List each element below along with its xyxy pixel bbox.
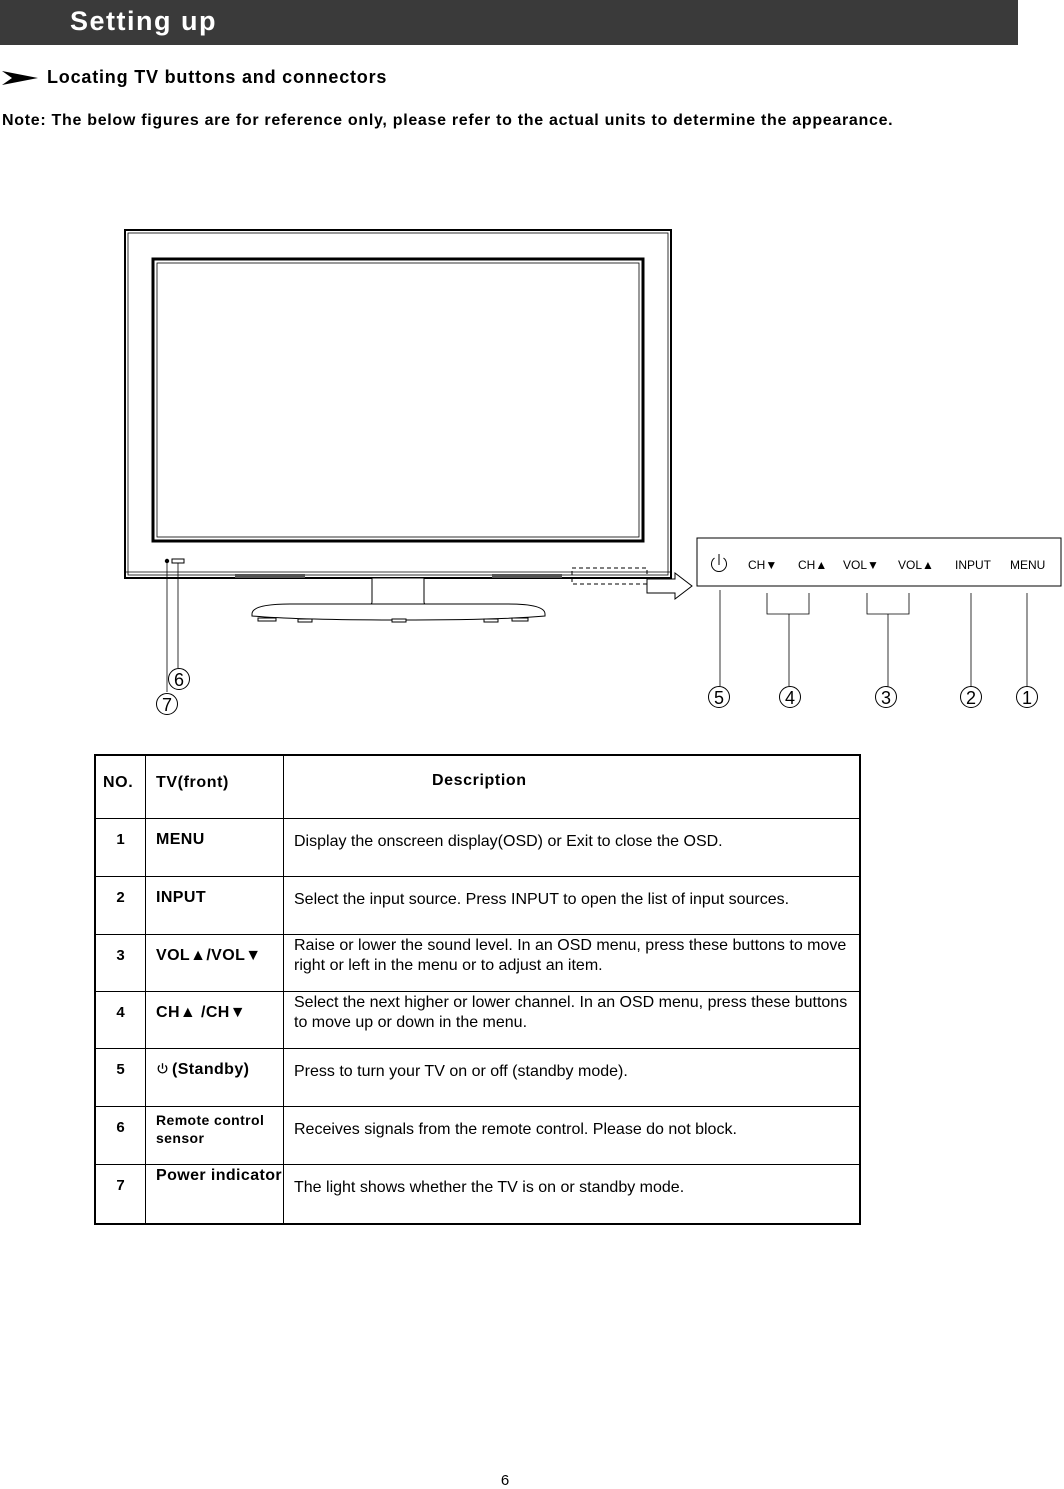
callout-5: 5: [714, 688, 724, 708]
row-no: 6: [94, 1106, 146, 1165]
row-control: Remote control sensor: [145, 1106, 284, 1165]
header-no: NO.: [94, 754, 146, 819]
row-control: CH▲ /CH▼: [145, 991, 284, 1049]
row-control: VOL▲/VOL▼: [145, 934, 284, 992]
button-area-highlight: [571, 567, 648, 585]
row-description: Raise or lower the sound level. In an OS…: [283, 934, 861, 992]
section-arrow-icon: [2, 71, 38, 85]
table-row: 6 Remote control sensor Receives signals…: [94, 1106, 861, 1165]
callout-circle-6: [168, 668, 190, 690]
speaker-grille-right: [492, 574, 562, 578]
page-number: 6: [500, 1472, 510, 1489]
callout-1: 1: [1022, 688, 1032, 708]
callout-circle-7: [156, 693, 178, 715]
speaker-grille-left: [235, 574, 305, 578]
callout-6: 6: [174, 670, 184, 690]
tv-body: [124, 229, 672, 579]
table-row: 5 (Standby) Press to turn your TV on or …: [94, 1048, 861, 1107]
section-title: Locating TV buttons and connectors: [47, 67, 388, 87]
row-no: 3: [94, 934, 146, 992]
table-row: 1 MENU Display the onscreen display(OSD)…: [94, 818, 861, 877]
power-button-icon: [711, 554, 727, 572]
tv-front-diagram: CH▼ CH▲ VOL▼ VOL▲ INPUT MENU 1 2 3 4 5 6…: [124, 229, 1062, 715]
power-icon: [157, 1063, 168, 1074]
table-row: 4 CH▲ /CH▼ Select the next higher or low…: [94, 991, 861, 1049]
header-tv-front: TV(front): [145, 754, 284, 819]
row-control: INPUT: [145, 876, 284, 935]
button-panel-detail: [696, 537, 1062, 587]
row-control: MENU: [145, 818, 284, 877]
table-row: 7 Power indicator The light shows whethe…: [94, 1164, 861, 1225]
row-description: Receives signals from the remote control…: [283, 1106, 861, 1165]
remote-sensor: [171, 558, 185, 564]
panel-label-ch-down: CH▼: [748, 558, 777, 572]
row-no: 5: [94, 1048, 146, 1107]
buttons-description-table: NO. TV(front) Description 1 MENU Display…: [94, 754, 861, 1225]
panel-label-vol-up: VOL▲: [898, 558, 934, 572]
row-no: 1: [94, 818, 146, 877]
row-control: Power indicator: [145, 1164, 284, 1225]
row-control-standby: (Standby): [145, 1048, 284, 1107]
row-description: Press to turn your TV on or off (standby…: [283, 1048, 861, 1107]
row-description: Select the next higher or lower channel.…: [283, 991, 861, 1049]
callout-3: 3: [881, 688, 891, 708]
header-description: Description: [283, 754, 861, 819]
row-description: The light shows whether the TV is on or …: [283, 1164, 861, 1225]
table-header-row: NO. TV(front) Description: [94, 754, 861, 819]
table-row: 2 INPUT Select the input source. Press I…: [94, 876, 861, 935]
callout-4: 4: [785, 688, 795, 708]
panel-label-input: INPUT: [955, 558, 992, 572]
row-no: 2: [94, 876, 146, 935]
panel-label-ch-up: CH▲: [798, 558, 827, 572]
panel-label-menu: MENU: [1010, 558, 1045, 572]
row-description: Select the input source. Press INPUT to …: [283, 876, 861, 935]
callout-7: 7: [162, 695, 172, 715]
callout-circle-5: [708, 686, 730, 708]
row-no: 4: [94, 991, 146, 1049]
reference-note: Note: The below figures are for referenc…: [2, 112, 894, 129]
detail-arrow-icon: [646, 571, 693, 601]
callout-circle-3: [875, 686, 897, 708]
page-title: Setting up: [70, 6, 217, 36]
standby-label: (Standby): [172, 1061, 250, 1078]
callout-circle-1: [1016, 686, 1038, 708]
callout-circle-4: [779, 686, 801, 708]
panel-label-vol-down: VOL▼: [843, 558, 879, 572]
power-indicator-led: [164, 558, 170, 564]
row-description: Display the onscreen display(OSD) or Exi…: [283, 818, 861, 877]
header-bar: Setting up: [0, 0, 1018, 45]
row-no: 7: [94, 1164, 146, 1225]
callout-circle-2: [960, 686, 982, 708]
tv-stand: [251, 577, 546, 623]
callout-2: 2: [966, 688, 976, 708]
table-row: 3 VOL▲/VOL▼ Raise or lower the sound lev…: [94, 934, 861, 992]
